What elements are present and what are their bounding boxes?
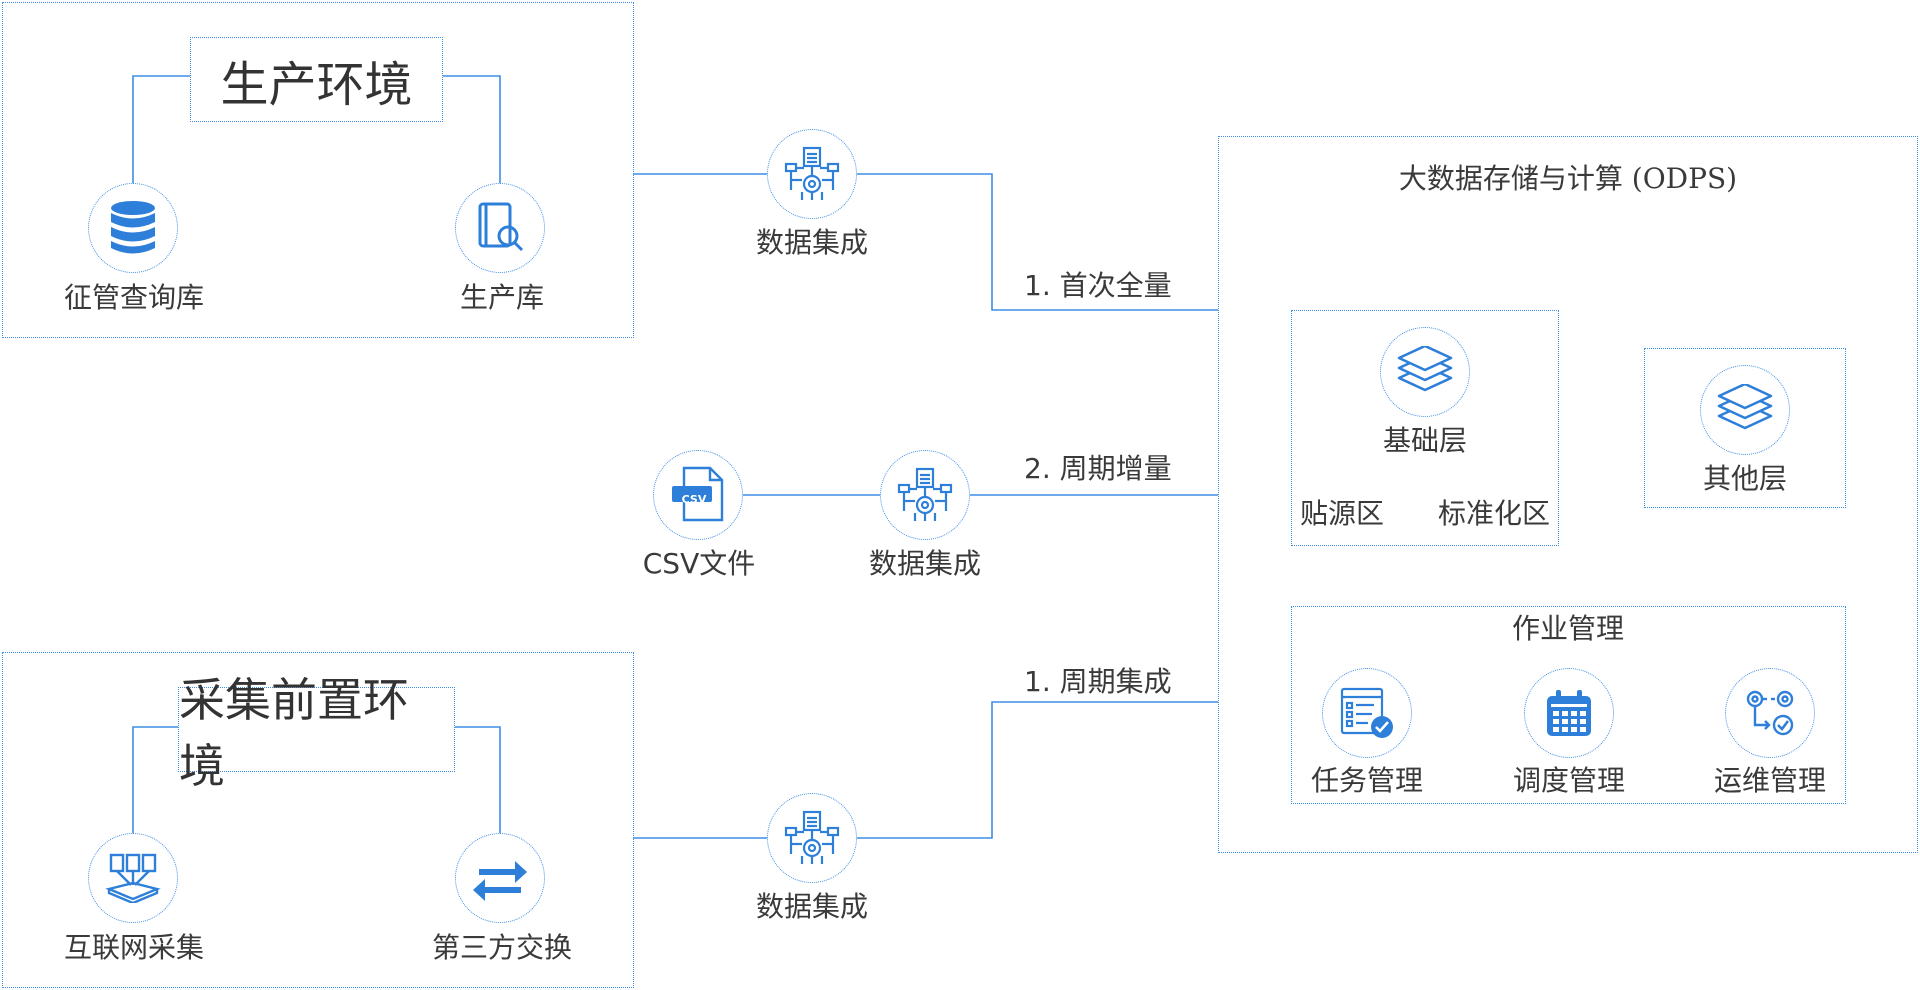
data-integration-icon [784, 810, 840, 864]
production-title: 生产环境 [190, 37, 443, 122]
layers-icon [1397, 346, 1453, 392]
integration-middle-circle [880, 450, 970, 540]
flow-label-first-full: 1. 首次全量 [1024, 269, 1172, 302]
production-title-text: 生产环境 [220, 56, 413, 113]
exchange-arrows-icon [473, 861, 527, 901]
layers-icon [1717, 384, 1773, 430]
other-layer-box [1644, 348, 1846, 508]
csv-file-circle [653, 450, 743, 540]
job-management-box [1291, 606, 1846, 804]
query-db-label: 征管查询库 [63, 281, 205, 314]
integration-top-circle [767, 129, 857, 219]
collection-title-text: 采集前置环境 [179, 672, 409, 793]
schedule-management-icon-circle [1524, 668, 1614, 758]
connector-production-right [443, 75, 501, 184]
csv-file-icon [672, 466, 724, 522]
production-db-label: 生产库 [459, 281, 545, 314]
schedule-management-label: 调度管理 [1512, 764, 1626, 797]
gears-icon [1746, 690, 1794, 736]
base-layer-icon-circle [1380, 327, 1470, 417]
collection-environment-box [2, 652, 634, 988]
other-layer-icon-circle [1700, 365, 1790, 455]
odps-title: 大数据存储与计算 (ODPS) [1398, 162, 1738, 195]
other-layer-title: 其他层 [1702, 462, 1788, 495]
ops-management-icon-circle [1725, 668, 1815, 758]
production-environment-box [2, 2, 634, 338]
flow-label-periodic-increment: 2. 周期增量 [1024, 452, 1172, 485]
base-layer-source-zone: 贴源区 [1299, 497, 1385, 530]
connector-collection-left [132, 726, 178, 834]
calendar-icon [1547, 690, 1591, 736]
csv-file-label: CSV文件 [642, 547, 756, 580]
integration-bottom-label: 数据集成 [755, 890, 869, 923]
internet-collection-icon-circle [88, 833, 178, 923]
odps-box [1218, 136, 1918, 853]
data-integration-icon [897, 467, 953, 521]
csv-badge-text: CSV [681, 493, 707, 506]
ops-management-label: 运维管理 [1713, 764, 1827, 797]
exchange-icon-circle [455, 833, 545, 923]
task-checklist-icon [1340, 687, 1393, 738]
database-icon [111, 201, 155, 254]
flow-label-periodic-integration: 1. 周期集成 [1024, 665, 1172, 698]
data-integration-icon [784, 146, 840, 200]
exchange-label: 第三方交换 [431, 931, 573, 964]
task-management-icon-circle [1322, 668, 1412, 758]
internet-collection-icon [105, 853, 161, 903]
collection-title: 采集前置环境 [178, 673, 455, 793]
base-layer-box [1291, 310, 1559, 546]
job-management-title: 作业管理 [1511, 612, 1625, 645]
integration-middle-label: 数据集成 [868, 547, 982, 580]
base-layer-title: 基础层 [1382, 424, 1468, 457]
internet-collection-label: 互联网采集 [63, 931, 205, 964]
document-search-icon [478, 202, 524, 252]
task-management-label: 任务管理 [1310, 764, 1424, 797]
integration-top-label: 数据集成 [755, 226, 869, 259]
connector-collection-right [455, 726, 501, 834]
production-db-icon-circle [455, 183, 545, 273]
connector-bottom-flow [633, 701, 1218, 839]
base-layer-standard-zone: 标准化区 [1437, 497, 1551, 530]
query-db-icon-circle [88, 183, 178, 273]
connector-production-left [132, 75, 190, 184]
integration-bottom-circle [767, 793, 857, 883]
